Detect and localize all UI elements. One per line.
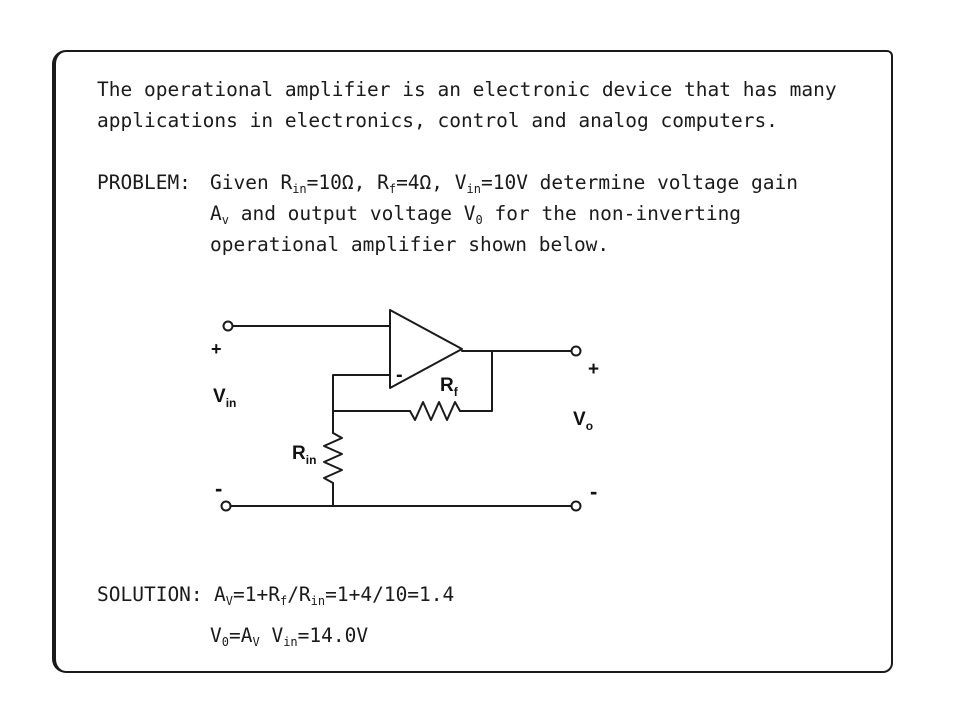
label-sub: in <box>226 396 237 410</box>
input-plus-terminal <box>222 320 234 332</box>
subscript: in <box>292 182 307 196</box>
label-main: V <box>573 409 586 430</box>
subscript: f <box>388 182 397 196</box>
subscript: 0 <box>475 213 483 227</box>
intro-line-1: The operational amplifier is an electron… <box>97 78 837 101</box>
problem-text: A <box>210 202 222 225</box>
solution-text: A <box>214 583 226 606</box>
subscript: in <box>310 594 326 608</box>
subscript: 0 <box>221 635 229 649</box>
rf-resistor <box>409 401 461 421</box>
inverting-input-wire <box>332 374 391 434</box>
feedback-right-wire <box>459 350 493 412</box>
input-plus-label: + <box>211 339 222 359</box>
problem-text: Given R <box>210 171 293 194</box>
problem-line-3: operational amplifier shown below. <box>210 233 610 256</box>
problem-label: PROBLEM: <box>97 171 191 194</box>
rf-label: Rf <box>440 375 459 399</box>
rin-resistor <box>323 432 343 484</box>
problem-text: =10Ω, R <box>306 171 389 194</box>
solution-text: /R <box>287 583 311 606</box>
label-sub: in <box>306 453 317 467</box>
solution-text: =A <box>228 624 253 647</box>
output-minus-label: - <box>590 479 597 504</box>
subscript: V <box>252 635 260 649</box>
solution-text: V <box>210 624 222 647</box>
solution-text: =1+R <box>232 583 280 606</box>
subscript: in <box>283 635 298 649</box>
label-main: R <box>292 443 306 464</box>
label-main: R <box>440 375 454 396</box>
label-main: V <box>213 386 226 407</box>
solution-text: =1+4/10=1.4 <box>325 583 455 606</box>
subscript: V <box>225 594 233 608</box>
problem-text: and output voltage V <box>228 202 476 225</box>
label-sub: o <box>586 419 593 433</box>
solution-line-2: V0=AV Vin=14.0V <box>210 621 368 651</box>
solution-line-1: AV=1+Rf/Rin=1+4/10=1.4 <box>214 580 454 610</box>
output-minus-terminal <box>570 500 582 512</box>
vin-label: Vin <box>213 386 236 410</box>
document-frame <box>52 50 893 673</box>
input-minus-terminal <box>220 500 232 512</box>
intro-line-2: applications in electronics, control and… <box>97 109 778 132</box>
problem-text: =4Ω, V <box>396 171 467 194</box>
problem-line-2: Av and output voltage V0 for the non-inv… <box>210 199 741 229</box>
output-plus-terminal <box>570 345 582 357</box>
subscript: f <box>279 594 288 608</box>
subscript: v <box>221 213 229 227</box>
solution-label: SOLUTION: <box>97 583 203 606</box>
input-minus-label: - <box>215 476 222 501</box>
opamp-minus-label: - <box>396 364 403 386</box>
problem-text: for the non-inverting <box>482 202 742 225</box>
solution-text: =14.0V <box>297 624 369 647</box>
vo-label: Vo <box>573 409 593 433</box>
opamp-symbol <box>389 309 463 389</box>
problem-text: =10V determine voltage gain <box>480 171 798 194</box>
solution-text: V <box>259 624 284 647</box>
subscript: in <box>466 182 481 196</box>
problem-line-1: Given Rin=10Ω, Rf=4Ω, Vin=10V determine … <box>210 168 798 198</box>
label-sub: f <box>454 385 459 399</box>
rin-label: Rin <box>292 443 316 467</box>
output-plus-label: + <box>588 359 599 380</box>
